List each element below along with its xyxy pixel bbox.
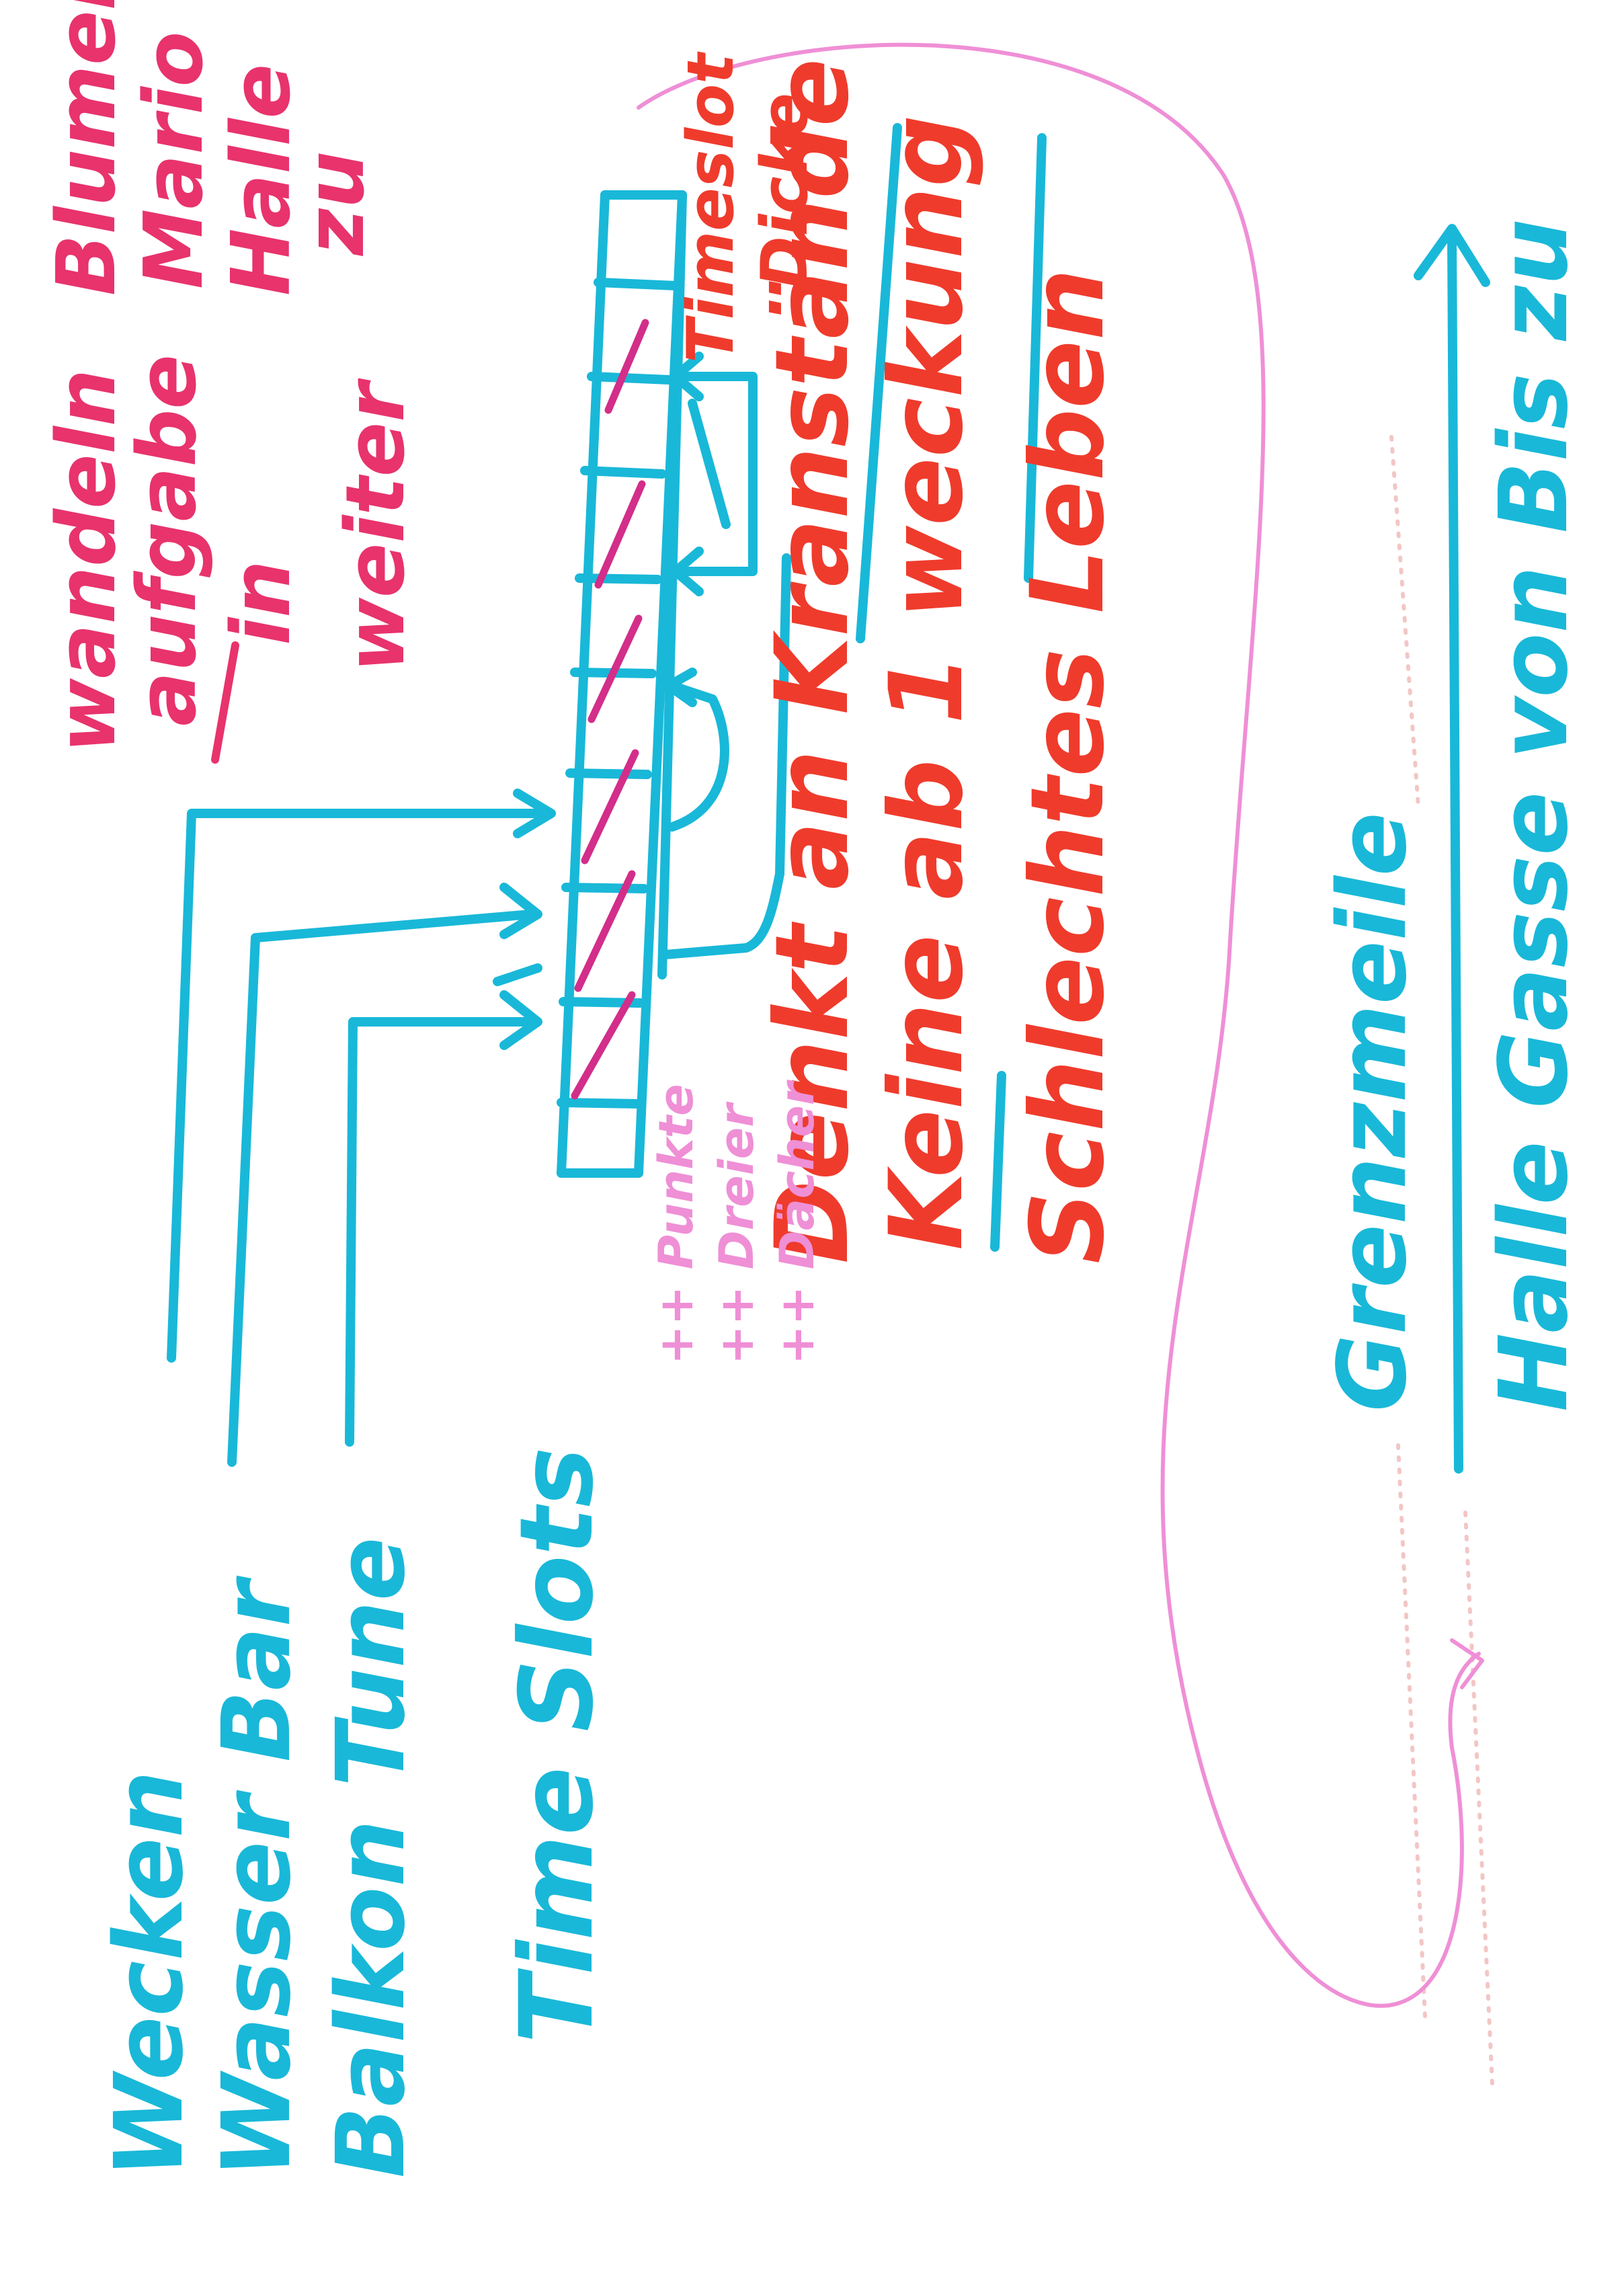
list-block: Wecken Wasser Bar Balkon Tune Time Slots <box>95 1447 616 2178</box>
pink-line-2: ++ Dreier <box>709 1101 764 1365</box>
timeslot-ladder <box>557 190 687 1178</box>
list-line-balkon: Balkon Tune <box>317 1537 426 2178</box>
pink-loop-curve <box>637 42 1481 2008</box>
pink-notes: ++ Punkte ++ Dreier ++ Dächer <box>649 1079 825 1365</box>
note-zu: zu <box>289 151 382 257</box>
bottom-arrow-labels: Grenzmeile Halle Gasse von Bis zu <box>1318 218 1589 1412</box>
note-halle: Halle <box>215 64 309 296</box>
top-notes: wandeln aufgabe in weiter <box>40 354 423 764</box>
arrow-label-grenzmeile: Grenzmeile <box>1318 812 1428 1412</box>
center-line-denkt: Denkt an Kranstände <box>754 58 871 1264</box>
note-blumen: Blumen <box>40 0 134 296</box>
center-notes: Denkt an Kranstände Keine ab 1 weckung S… <box>754 58 1127 1264</box>
list-line-wecken: Wecken <box>95 1771 204 2178</box>
timeslot-word: Timeslot <box>674 51 748 363</box>
ghost-marks <box>1389 435 1494 2086</box>
right-notes: Blumen Mario Halle zu <box>40 0 382 296</box>
strike-mark <box>211 641 239 764</box>
list-line-timeslots: Time Slots <box>499 1447 616 2044</box>
note-in: in <box>215 560 309 645</box>
ladder-output-loops <box>661 352 791 959</box>
list-line-wasser: Wasser Bar <box>202 1575 312 2178</box>
pink-line-1: ++ Punkte <box>649 1084 704 1365</box>
note-aufgabe: aufgabe <box>121 354 214 726</box>
arrow-label-halle-gasse: Halle Gasse von Bis zu <box>1479 218 1589 1412</box>
note-mario: Mario <box>128 32 221 289</box>
note-weiter: weiter <box>329 378 423 672</box>
center-line-keine: Keine ab 1 weckung <box>868 115 985 1250</box>
center-line-schlecht: Schlechtes Leben <box>1010 268 1127 1264</box>
separator-lines <box>856 123 1047 1252</box>
ladder-hatching <box>571 319 649 1100</box>
bottom-arrow <box>1414 224 1490 1474</box>
note-wandeln: wandeln <box>40 369 134 753</box>
timeslot-label: Timeslot Dicke <box>674 51 822 363</box>
pink-loop-arrowhead <box>1450 1638 1484 1689</box>
timeslot-dicke: Dicke <box>748 93 822 289</box>
pink-line-3: ++ Dächer <box>770 1079 825 1365</box>
list-connectors <box>167 789 556 1467</box>
